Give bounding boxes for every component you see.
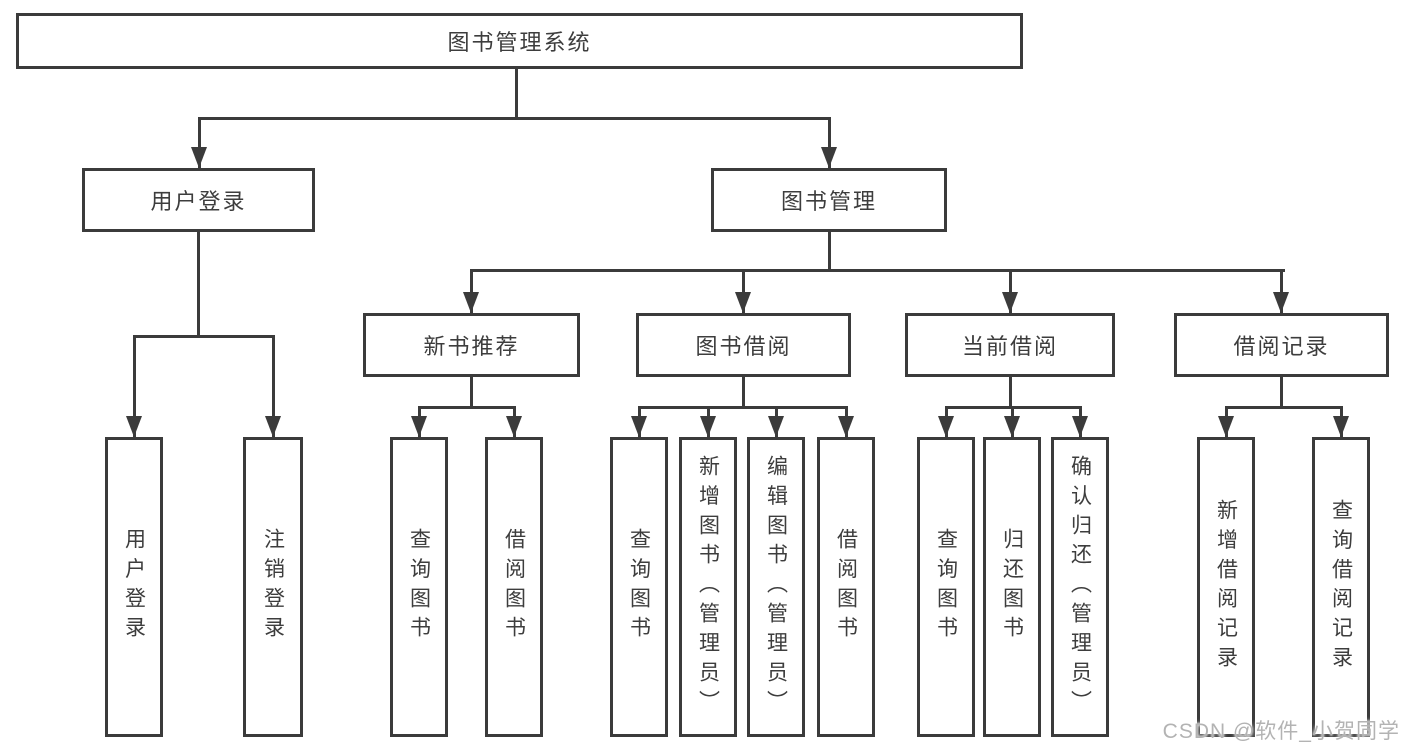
connector-drop-user-login xyxy=(197,117,201,168)
node-label: 确认归还（管理员） xyxy=(1068,454,1092,720)
node-new-book-recommendation: 新书推荐 xyxy=(363,313,580,377)
node-label: 查询图书 xyxy=(934,528,958,646)
node-query-books-current: 查询图书 xyxy=(917,437,975,737)
node-label: 新增图书（管理员） xyxy=(696,454,720,720)
connector-drop-book-management xyxy=(827,117,831,168)
node-user-login-leaf: 用户登录 xyxy=(105,437,163,737)
arrowhead-icon xyxy=(1002,292,1018,313)
node-label: 图书管理系统 xyxy=(447,30,592,55)
node-label: 图书借阅 xyxy=(695,334,792,359)
arrowhead-icon xyxy=(411,416,427,437)
node-add-books-admin: 新增图书（管理员） xyxy=(679,437,737,737)
arrowhead-icon xyxy=(1333,416,1349,437)
arrowhead-icon xyxy=(838,416,854,437)
arrowhead-icon xyxy=(735,292,751,313)
node-borrowing-records: 借阅记录 xyxy=(1174,313,1389,377)
node-label: 新增借阅记录 xyxy=(1214,498,1238,676)
arrowhead-icon xyxy=(1072,416,1088,437)
node-label: 当前借阅 xyxy=(961,334,1058,359)
arrowhead-icon xyxy=(768,416,784,437)
connector-drop-logout xyxy=(271,335,275,437)
connector-new-book-rail xyxy=(417,406,516,409)
connector-current-borrowing-stem xyxy=(1008,376,1012,409)
arrowhead-icon xyxy=(938,416,954,437)
node-query-books-borrowing: 查询图书 xyxy=(610,437,668,737)
node-query-books-newrec: 查询图书 xyxy=(390,437,448,737)
node-label: 借阅图书 xyxy=(834,528,858,646)
node-label: 用户登录 xyxy=(150,189,247,214)
connector-book-borrowing-rail xyxy=(637,406,848,409)
arrowhead-icon xyxy=(631,416,647,437)
arrowhead-icon xyxy=(463,292,479,313)
node-label: 借阅图书 xyxy=(502,528,526,646)
arrowhead-icon xyxy=(191,147,207,168)
node-add-borrow-record: 新增借阅记录 xyxy=(1197,437,1255,737)
node-label: 查询图书 xyxy=(627,528,651,646)
connector-user-login-stem xyxy=(197,232,200,338)
node-borrow-books-newrec: 借阅图书 xyxy=(485,437,543,737)
node-book-borrowing: 图书借阅 xyxy=(636,313,851,377)
arrowhead-icon xyxy=(126,416,142,437)
connector-book-management-rail xyxy=(469,269,1285,272)
connector-book-borrowing-stem xyxy=(741,376,745,409)
connector-new-book-stem xyxy=(469,376,473,409)
node-label: 归还图书 xyxy=(1000,528,1024,646)
connector-drop-book-borrowing xyxy=(741,269,745,313)
node-confirm-return-admin: 确认归还（管理员） xyxy=(1051,437,1109,737)
node-label: 用户登录 xyxy=(122,528,146,646)
connector-book-management-stem xyxy=(827,232,831,272)
connector-drop-user-login-leaf xyxy=(132,335,136,437)
connector-borrowing-records-rail xyxy=(1224,406,1343,409)
node-label: 新书推荐 xyxy=(423,334,520,359)
node-label: 注销登录 xyxy=(261,528,285,646)
arrowhead-icon xyxy=(1218,416,1234,437)
connector-borrowing-records-stem xyxy=(1279,376,1283,409)
arrowhead-icon xyxy=(700,416,716,437)
node-return-books: 归还图书 xyxy=(983,437,1041,737)
node-label: 查询图书 xyxy=(407,528,431,646)
csdn-watermark: CSDN @软件_小贺同学 xyxy=(1162,720,1400,743)
arrowhead-icon xyxy=(506,416,522,437)
connector-drop-current-borrowing xyxy=(1008,269,1012,313)
node-borrow-books-borrowing: 借阅图书 xyxy=(817,437,875,737)
arrowhead-icon xyxy=(265,416,281,437)
node-label: 查询借阅记录 xyxy=(1329,498,1353,676)
arrowhead-icon xyxy=(1273,292,1289,313)
node-label: 编辑图书（管理员） xyxy=(764,454,788,720)
node-logout-login: 注销登录 xyxy=(243,437,303,737)
node-user-login: 用户登录 xyxy=(82,168,315,232)
node-library-management-system: 图书管理系统 xyxy=(16,13,1023,69)
connector-drop-new-book xyxy=(469,269,473,313)
node-label: 图书管理 xyxy=(780,189,877,214)
node-current-borrowing: 当前借阅 xyxy=(905,313,1115,377)
node-edit-books-admin: 编辑图书（管理员） xyxy=(747,437,805,737)
arrowhead-icon xyxy=(1004,416,1020,437)
connector-drop-borrowing-records xyxy=(1279,269,1283,313)
node-book-management: 图书管理 xyxy=(711,168,947,232)
node-label: 借阅记录 xyxy=(1233,334,1330,359)
connector-root-stem xyxy=(515,66,518,120)
node-query-borrow-record: 查询借阅记录 xyxy=(1312,437,1370,737)
connector-user-login-rail xyxy=(132,335,275,338)
arrowhead-icon xyxy=(821,147,837,168)
connector-root-rail xyxy=(197,117,831,120)
